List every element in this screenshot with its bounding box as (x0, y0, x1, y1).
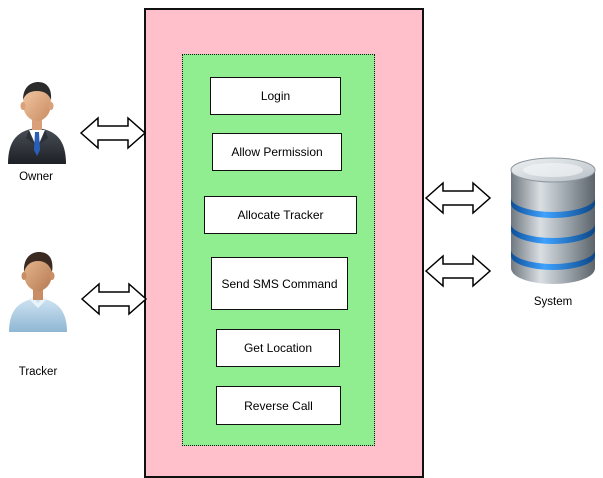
use-case-area (182, 54, 375, 446)
system-connector-arrow-bottom (424, 254, 492, 288)
use-case-allow-permission[interactable]: Allow Permission (212, 133, 342, 171)
system-label: System (533, 296, 573, 308)
use-case-allocate-tracker[interactable]: Allocate Tracker (204, 196, 357, 234)
use-case-get-location[interactable]: Get Location (216, 329, 340, 367)
owner-label: Owner (19, 171, 53, 183)
owner-businessman-icon (8, 82, 66, 164)
tracker-person-icon (9, 252, 67, 332)
system-connector-arrow-top (424, 181, 492, 215)
tracker-connector-arrow (80, 282, 148, 316)
use-case-send-sms-command[interactable]: Send SMS Command (211, 257, 348, 310)
use-case-login[interactable]: Login (210, 77, 341, 115)
owner-connector-arrow (79, 116, 147, 150)
use-case-reverse-call[interactable]: Reverse Call (216, 386, 341, 425)
tracker-label: Tracker (18, 366, 58, 378)
database-icon (510, 157, 596, 284)
